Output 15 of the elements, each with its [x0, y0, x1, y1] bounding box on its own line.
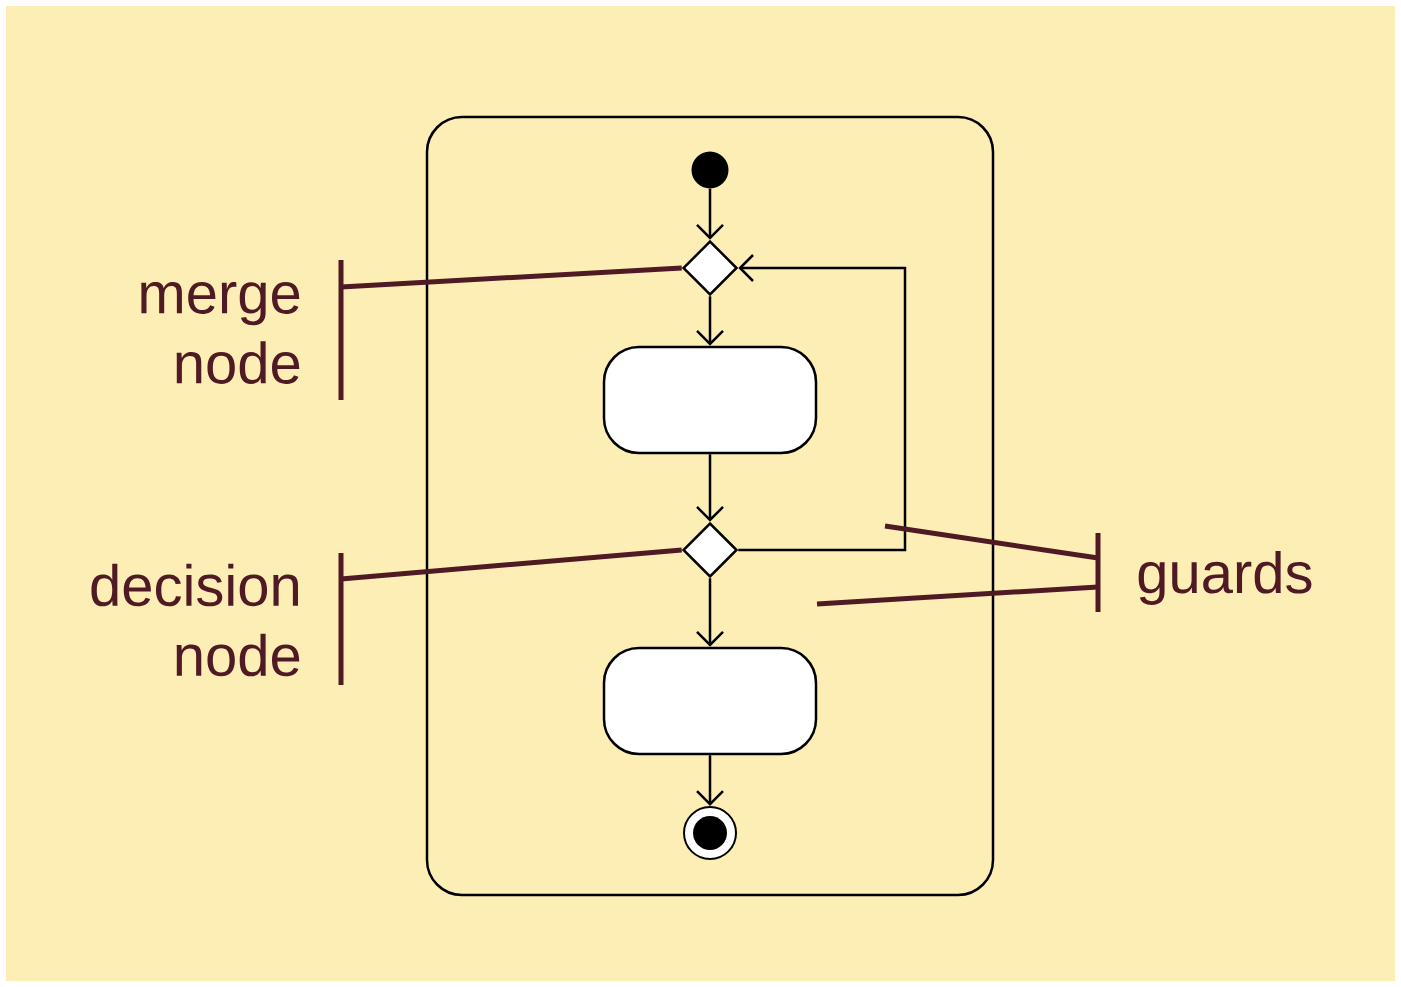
- activity-frame: [425, 115, 995, 897]
- arrow: [696, 578, 724, 647]
- action-box: [602, 646, 818, 756]
- action-box: [602, 345, 818, 455]
- arrow: [696, 454, 724, 522]
- callout-label: guards: [1138, 550, 1312, 605]
- leader-line: [816, 584, 1099, 607]
- callout-label: merge node: [141, 282, 300, 384]
- initial-node: [691, 151, 729, 189]
- callout-label: decision node: [91, 563, 300, 677]
- leader-line: [340, 547, 682, 582]
- arrow: [738, 254, 907, 552]
- leader-line: [340, 265, 682, 290]
- final-node: [683, 806, 737, 860]
- leader-line: [884, 523, 1099, 561]
